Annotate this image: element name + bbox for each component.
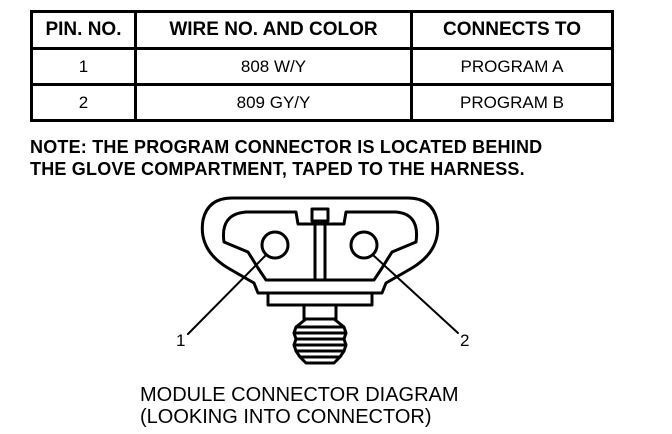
table-row: 2 809 GY/Y PROGRAM B	[30, 83, 614, 122]
table-header-row: PIN. NO. WIRE NO. AND COLOR CONNECTS TO	[30, 10, 614, 50]
note-line-2: THE GLOVE COMPARTMENT, TAPED TO THE HARN…	[30, 159, 525, 179]
header-pin-no: PIN. NO.	[30, 10, 137, 50]
cell-connects-to: PROGRAM B	[410, 83, 614, 122]
caption-line-2: (LOOKING INTO CONNECTOR)	[140, 406, 432, 428]
cell-wire: 808 W/Y	[134, 47, 413, 86]
header-connects-to: CONNECTS TO	[410, 10, 614, 50]
connector-housing-outer	[200, 196, 440, 295]
callout-1-label: 1	[176, 331, 185, 350]
header-wire-no-color: WIRE NO. AND COLOR	[134, 10, 413, 50]
center-post	[313, 219, 327, 282]
connector-housing-inner	[221, 210, 419, 282]
leader-line-1	[187, 254, 267, 335]
threaded-tail	[292, 317, 348, 365]
pin-table: PIN. NO. WIRE NO. AND COLOR CONNECTS TO …	[30, 10, 614, 122]
cell-pin: 1	[30, 47, 137, 86]
cell-pin: 2	[30, 83, 137, 122]
cell-connects-to: PROGRAM A	[410, 47, 614, 86]
connector-stem	[302, 303, 338, 321]
note-text: NOTE: THE PROGRAM CONNECTOR IS LOCATED B…	[30, 136, 650, 180]
table-row: 1 808 W/Y PROGRAM A	[30, 47, 614, 86]
note-line-1: NOTE: THE PROGRAM CONNECTOR IS LOCATED B…	[30, 137, 543, 157]
connector-flange	[266, 291, 374, 307]
cell-wire: 809 GY/Y	[134, 83, 413, 122]
pin-cavity-2	[349, 230, 379, 260]
callout-2-label: 2	[460, 331, 469, 350]
center-key	[310, 207, 330, 223]
caption-line-1: MODULE CONNECTOR DIAGRAM	[140, 384, 459, 406]
leader-line-2	[372, 254, 459, 334]
diagram-caption: MODULE CONNECTOR DIAGRAM (LOOKING INTO C…	[140, 384, 540, 428]
pin-cavity-1	[260, 230, 290, 260]
